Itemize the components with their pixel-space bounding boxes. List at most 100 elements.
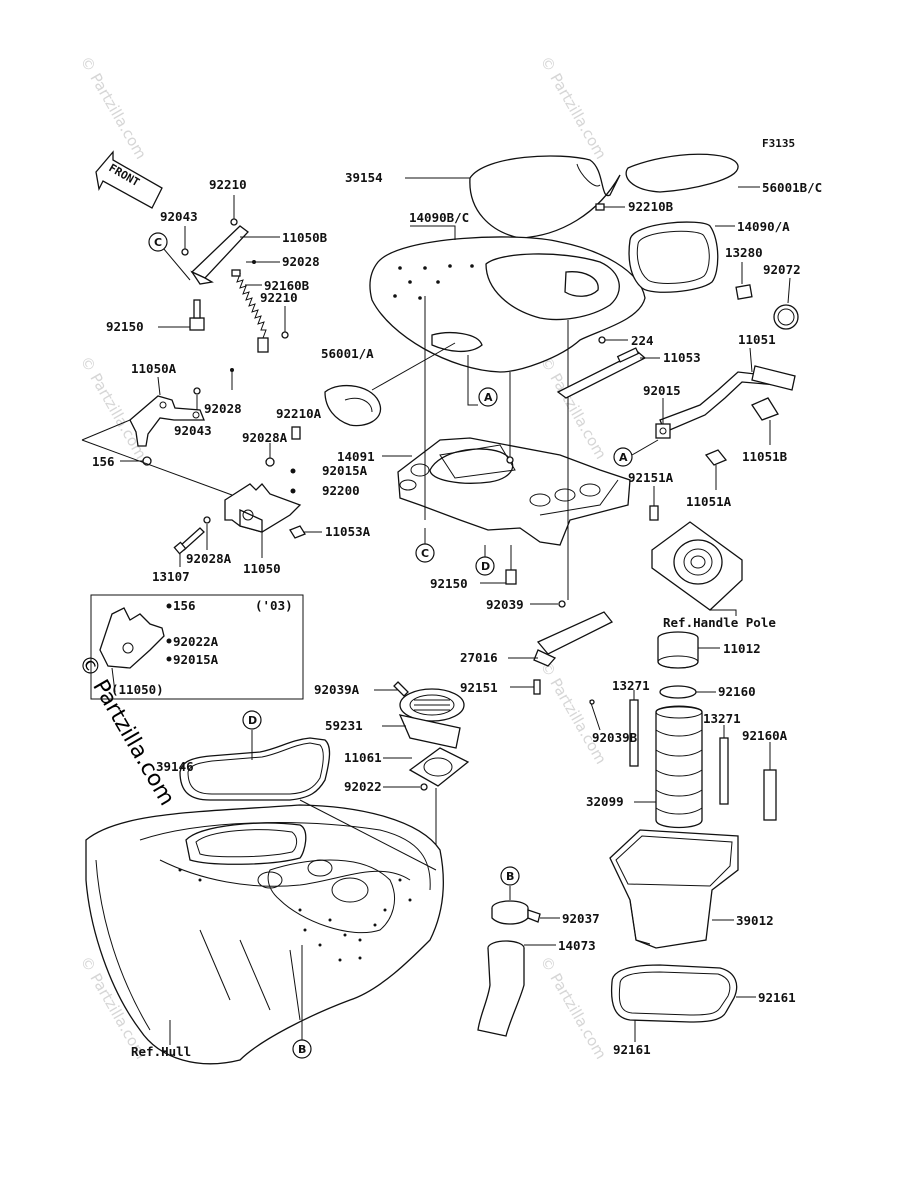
clip-11053a [289, 525, 306, 539]
part-label: 92039A [314, 682, 360, 697]
bolt-13107 [173, 527, 205, 555]
part-label: 13271 [612, 678, 650, 693]
part-label: 11051B [742, 449, 788, 464]
svg-text:C: C [421, 547, 429, 560]
latch-27016 [533, 611, 614, 667]
block-11051b [751, 397, 779, 421]
part-label: 11053A [325, 524, 371, 539]
part-label: 92151A [628, 470, 674, 485]
part-label: 11051A [686, 494, 732, 509]
part-label: 92161 [613, 1042, 651, 1057]
spring-92160b [231, 269, 269, 353]
bolt-92151a [649, 505, 659, 521]
gasket-11061 [408, 747, 470, 787]
svg-text:C: C [154, 236, 162, 249]
part-label: 92210 [209, 177, 247, 192]
part-label: 92043 [160, 209, 198, 224]
part-label: 92039B [592, 730, 638, 745]
screw-92210-top [230, 218, 238, 226]
svg-text:D: D [248, 714, 257, 727]
part-label: 92160B [264, 278, 310, 293]
part-label: 92072 [763, 262, 801, 277]
svg-text:B: B [506, 870, 514, 883]
gasket-92161 [610, 964, 738, 1023]
pin-92039a [393, 681, 409, 697]
part-label: 92210A [276, 406, 322, 421]
part-label: 32099 [586, 794, 624, 809]
clip-92210b [595, 203, 605, 211]
part-label: 13107 [152, 569, 190, 584]
callout-c-left: C [148, 232, 168, 252]
pin-92039b [589, 699, 601, 731]
callout-a-right: A [613, 447, 633, 467]
callout-a-seat: A [478, 387, 498, 407]
vent-59231 [398, 688, 465, 749]
tray-14091 [397, 437, 631, 546]
part-label: 92200 [322, 483, 360, 498]
part-label: 156 [92, 454, 115, 469]
part-label: 39154 [345, 170, 383, 185]
screw-92043-top [181, 248, 189, 256]
part-label: 13271 [703, 711, 741, 726]
watermark: © Partzilla.com [537, 53, 610, 162]
part-label: 39012 [736, 913, 774, 928]
callout-d-mid: D [475, 556, 495, 576]
part-label: 92161 [758, 990, 796, 1005]
part-label: 92150 [430, 576, 468, 591]
bracket-11050b [190, 225, 249, 285]
part-labels: 39154 56001B/C 92210B 14090B/C 14090/A 1… [92, 170, 822, 1059]
part-label: 27016 [460, 650, 498, 665]
part-label: 13280 [725, 245, 763, 260]
gasket-39146 [179, 737, 331, 801]
part-label: 39146 [156, 759, 194, 774]
seat-14090bc [369, 236, 646, 373]
part-label: 14091 [337, 449, 375, 464]
part-label: 92028 [282, 254, 320, 269]
lever-11050a [129, 395, 205, 447]
part-label: Ref.Handle Pole [663, 615, 776, 630]
seat-cover-39154 [469, 155, 621, 239]
part-label: 92151 [460, 680, 498, 695]
part-label: 14090/A [737, 219, 790, 234]
part-label: 11053 [663, 350, 701, 365]
part-label: 56001B/C [762, 180, 822, 195]
part-label: 92043 [174, 423, 212, 438]
watermark-main: © Partzilla.com [73, 651, 180, 811]
callout-b-clamp: B [500, 866, 520, 886]
bolt-92150-mid [505, 569, 517, 585]
part-label: 11050A [131, 361, 177, 376]
part-label: 92028 [204, 401, 242, 416]
part-label: 224 [631, 333, 654, 348]
part-label: 11050B [282, 230, 328, 245]
part-label: 56001/A [321, 346, 374, 361]
part-label: 11050 [243, 561, 281, 576]
figure-code: F3135 [762, 137, 795, 150]
part-label: 92015A [173, 652, 219, 667]
part-label: 92015 [643, 383, 681, 398]
cap-11012 [657, 631, 699, 669]
svg-text:A: A [484, 391, 493, 404]
front-arrow-icon: FRONT [95, 150, 163, 209]
watermark: © Partzilla.com [537, 353, 610, 462]
callout-c-mid: C [415, 543, 435, 563]
part-label: (11050) [111, 682, 164, 697]
part-label: 92210B [628, 199, 674, 214]
bracket-11051 [659, 365, 796, 433]
watermark: © Partzilla.com [537, 953, 610, 1062]
part-label: 11012 [723, 641, 761, 656]
watermark: © Partzilla.com [77, 53, 150, 162]
part-label: 92015A [322, 463, 368, 478]
part-label: 92022 [344, 779, 382, 794]
hull-reference [85, 804, 444, 1065]
svg-text:B: B [298, 1043, 306, 1056]
screw-92022 [420, 783, 428, 791]
screw-92210-mid [281, 331, 289, 339]
part-label: 11051 [738, 332, 776, 347]
part-label: 14090B/C [409, 210, 469, 225]
washer-92028a-bot [203, 516, 211, 524]
label-13280 [735, 284, 753, 300]
svg-text:A: A [619, 451, 628, 464]
watermark: © Partzilla.com [537, 658, 610, 767]
part-label: 92210 [260, 290, 298, 305]
